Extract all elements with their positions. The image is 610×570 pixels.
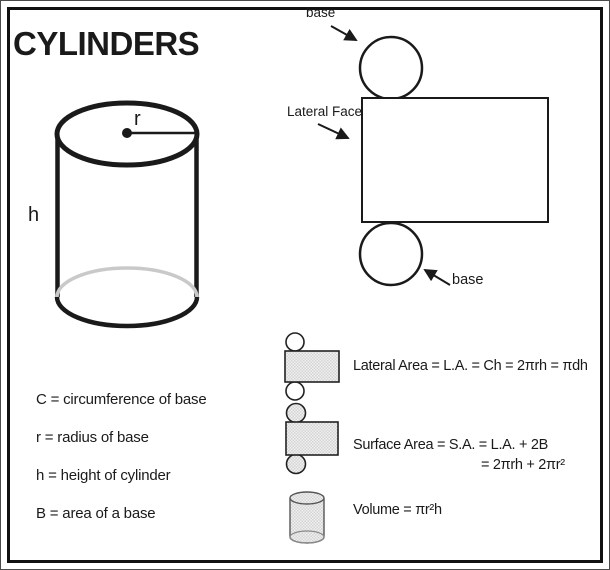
definition-radius: r = radius of base — [36, 429, 149, 446]
net-lateral-face-rect — [361, 97, 549, 223]
surface-area-formula-line2: = 2πrh + 2πr² — [481, 457, 565, 473]
lateral-area-formula: Lateral Area = L.A. = Ch = 2πrh = πdh — [353, 358, 588, 374]
surface-area-formula-line1: Surface Area = S.A. = L.A. + 2B — [353, 437, 549, 453]
volume-formula: Volume = πr²h — [353, 502, 442, 518]
net-lateral-face-label: Lateral Face — [287, 104, 363, 119]
hidden-bottom-edge — [55, 266, 199, 298]
definition-height: h = height of cylinder — [36, 467, 171, 484]
height-label: h — [28, 204, 40, 226]
lateral-unfold-icon — [284, 332, 340, 401]
cylinder-figure — [54, 100, 200, 329]
lateral-face-arrow-icon — [317, 123, 350, 140]
surface-unfold-icon — [285, 402, 339, 475]
definition-base-area: B = area of a base — [36, 505, 156, 522]
small-cylinder-icon — [289, 491, 325, 544]
net-bottom-base-label: base — [452, 272, 484, 288]
top-base-arrow-icon — [330, 25, 358, 41]
net-bottom-base-circle — [358, 221, 424, 287]
net-top-base-circle — [358, 35, 424, 101]
net-figure — [317, 25, 549, 287]
net-top-base-label: base — [306, 5, 336, 20]
radius-label: r — [134, 108, 141, 130]
definition-circumference: C = circumference of base — [36, 391, 207, 408]
page-title: CYLINDERS — [13, 25, 200, 62]
bottom-base-arrow-icon — [423, 268, 451, 286]
